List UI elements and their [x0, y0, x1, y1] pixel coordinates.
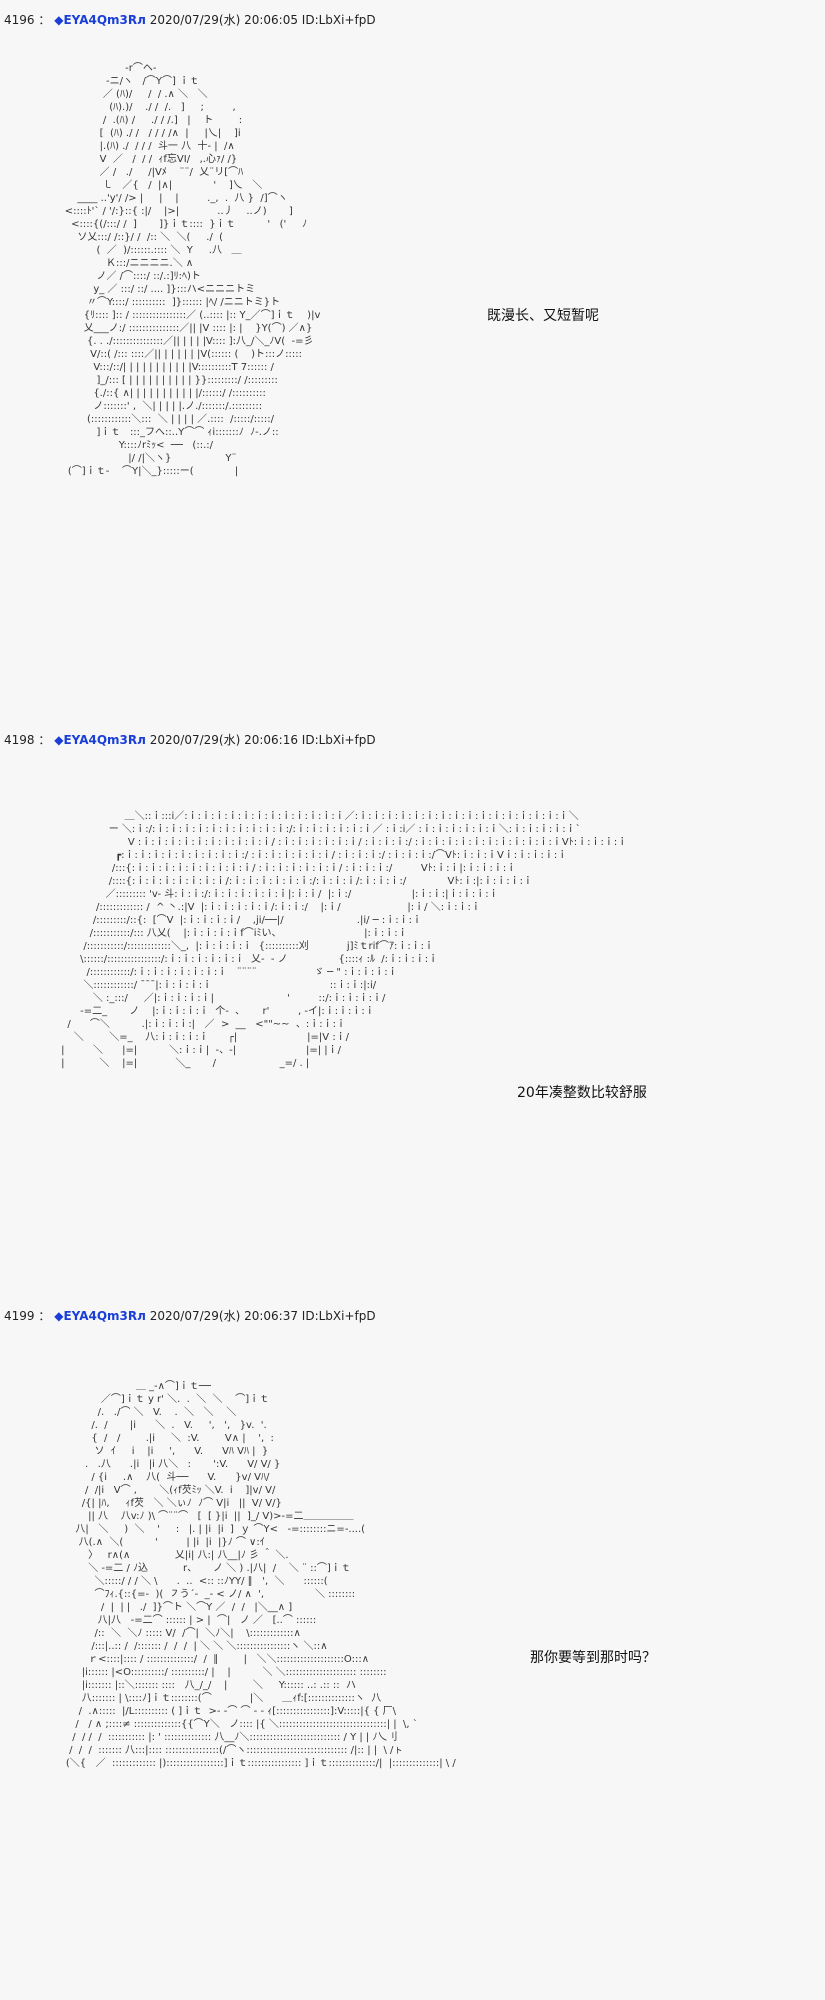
post-header: 4199 ： ◆EYA4Qm3Rл 2020/07/29(水) 20:06:37… [4, 1308, 376, 1324]
post: 4199 ： ◆EYA4Qm3Rл 2020/07/29(水) 20:06:37… [0, 1296, 825, 2000]
post-header: 4196 ： ◆EYA4Qm3Rл 2020/07/29(水) 20:06:05… [4, 12, 376, 28]
post-caption: 20年凑整数比较舒服 [517, 1085, 647, 1101]
post-separator: ： [38, 13, 51, 27]
post-number[interactable]: 4198 [4, 733, 35, 747]
trip-diamond-icon: ◆ [54, 13, 64, 27]
post-separator: ： [38, 733, 51, 747]
post-header: 4198 ： ◆EYA4Qm3Rл 2020/07/29(水) 20:06:16… [4, 732, 376, 748]
poster-name[interactable]: EYA4Qm3Rл [63, 1309, 146, 1323]
ascii-art: ＿ _-∧⌒]ｉｔ── ／⌒]ｉｔ y r' ＼. . ＼ ＼ ⌒]ｉｔ /. … [65, 1381, 456, 1769]
post: 4196 ： ◆EYA4Qm3Rл 2020/07/29(水) 20:06:05… [0, 0, 825, 560]
post-separator: ： [38, 1309, 51, 1323]
post-number[interactable]: 4199 [4, 1309, 35, 1323]
post-meta: 2020/07/29(水) 20:06:16 ID:LbXi+fpD [149, 733, 376, 747]
poster-name[interactable]: EYA4Qm3Rл [63, 733, 146, 747]
post: 4198 ： ◆EYA4Qm3Rл 2020/07/29(水) 20:06:16… [0, 720, 825, 1320]
post-meta: 2020/07/29(水) 20:06:37 ID:LbXi+fpD [149, 1309, 376, 1323]
ascii-art: -r⌒ヘ- -ニ/ヽ /⌒Y⌒] ｉｔ ／ (ﾊ)/ / / .∧ ＼ ＼ (ﾊ… [64, 63, 321, 477]
poster-name[interactable]: EYA4Qm3Rл [63, 13, 146, 27]
post-meta: 2020/07/29(水) 20:06:05 ID:LbXi+fpD [149, 13, 376, 27]
trip-diamond-icon: ◆ [54, 1309, 64, 1323]
trip-diamond-icon: ◆ [54, 733, 64, 747]
post-caption: 那你要等到那时吗？ [530, 1650, 656, 1666]
ascii-art: ＿＼::ｉ:::i／:ｉ:ｉ:ｉ:ｉ:ｉ:ｉ:ｉ:ｉ:ｉ:ｉ:ｉ:ｉ／:ｉ:ｉ:… [61, 811, 628, 1069]
post-number[interactable]: 4196 [4, 13, 35, 27]
post-caption: 既漫长、又短暂呢 [487, 308, 599, 324]
